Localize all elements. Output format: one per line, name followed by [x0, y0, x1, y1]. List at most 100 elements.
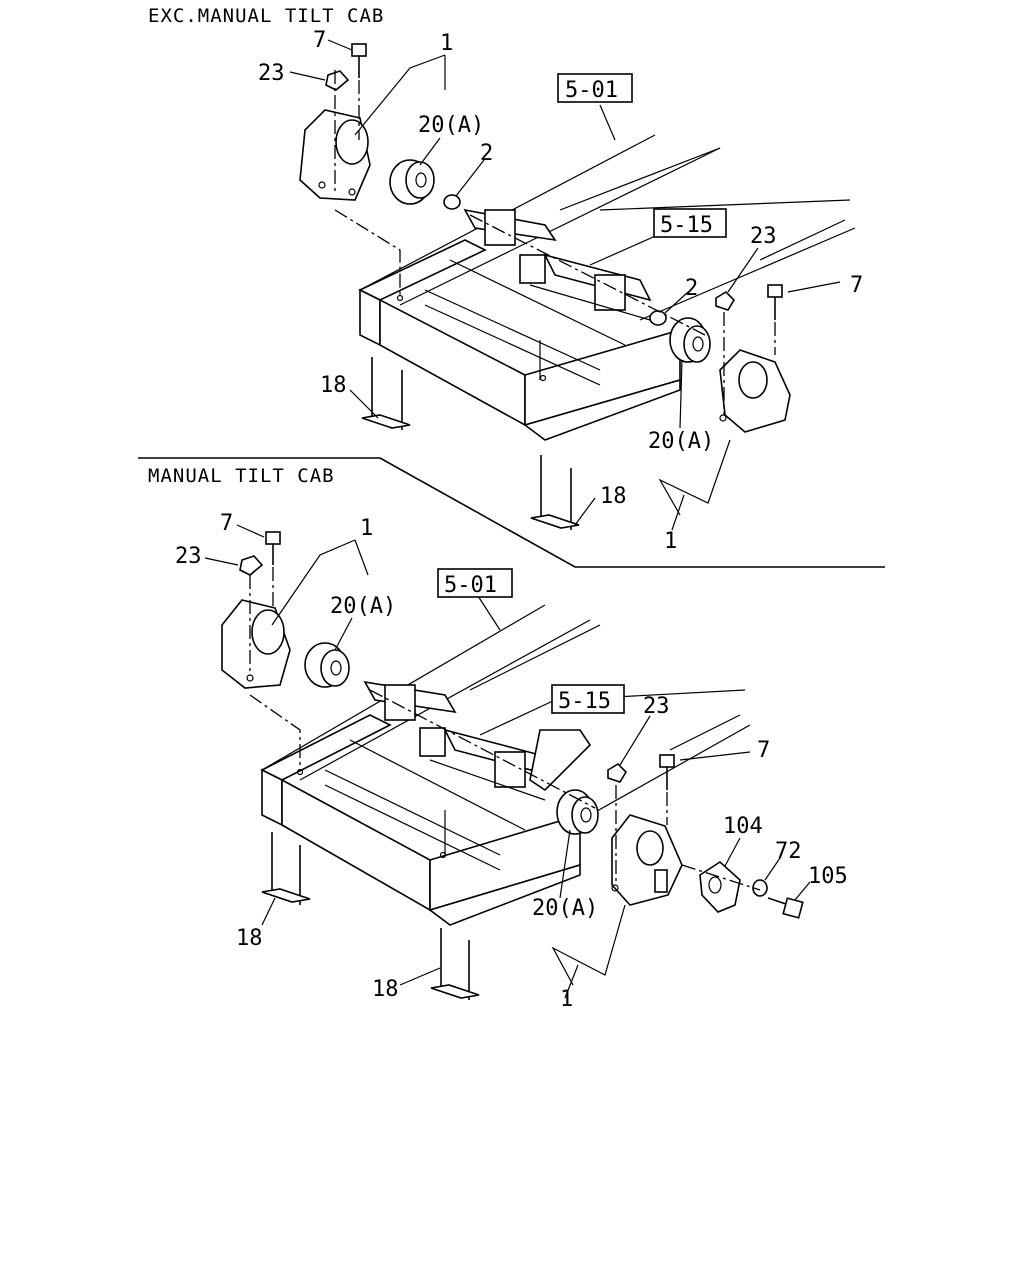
- leader-line: [589, 233, 661, 266]
- bolt-hole: [611, 884, 619, 892]
- callout-20a: 20(A): [648, 429, 714, 454]
- callout-23: 23: [258, 61, 285, 86]
- bolt-7-head: [265, 531, 281, 545]
- bushing-20a-bore: [330, 660, 342, 676]
- leader-line: [658, 439, 731, 516]
- bolt-hole: [318, 181, 326, 189]
- shaft-line: [529, 284, 651, 321]
- frame-rail-line: [589, 724, 751, 816]
- leader-line: [477, 595, 501, 631]
- ref-5-15: 5-15: [558, 689, 611, 714]
- callout-1: 1: [664, 529, 677, 554]
- bolt-hole: [719, 414, 727, 422]
- callout-20a: 20(A): [532, 896, 598, 921]
- crossmember-inner-line: [424, 304, 601, 386]
- leader-line: [419, 137, 441, 166]
- leader-line: [455, 159, 485, 197]
- callout-23: 23: [750, 224, 777, 249]
- leader-line: [399, 967, 441, 986]
- section-title-manual-tilt-cab: MANUAL TILT CAB: [148, 465, 335, 487]
- bolt-7-head: [351, 43, 367, 57]
- leader-line: [764, 857, 781, 881]
- ref-5-15: 5-15: [660, 213, 713, 238]
- lock-104-bore: [708, 876, 722, 894]
- leader-line: [679, 359, 683, 429]
- callout-7: 7: [313, 28, 326, 53]
- leader-line: [727, 247, 759, 293]
- frame-rail-line: [469, 624, 601, 691]
- leader-line: [679, 751, 751, 761]
- shaft-bracket: [494, 751, 526, 788]
- callout-18: 18: [236, 926, 263, 951]
- bracket-bushing-hole: [636, 830, 664, 866]
- alignment-line: [369, 689, 596, 809]
- frame-rail-line: [399, 147, 721, 306]
- bolt-105-shank: [767, 897, 787, 905]
- bushing-20a-face: [405, 161, 435, 199]
- callout-72: 72: [775, 839, 802, 864]
- callout-18: 18: [600, 484, 627, 509]
- callout-20a: 20(A): [418, 113, 484, 138]
- callout-105: 105: [808, 864, 848, 889]
- washer-72: [752, 879, 768, 897]
- leader-line: [271, 539, 356, 626]
- callout-1: 1: [560, 987, 573, 1012]
- bolt-hole: [348, 188, 356, 196]
- crossmember-end-face: [359, 288, 381, 347]
- bolt-hole: [396, 294, 404, 302]
- ref-5-01: 5-01: [565, 78, 618, 103]
- shaft-bracket: [519, 254, 546, 284]
- bolt-7-head: [659, 754, 675, 768]
- frame-rail-line: [639, 227, 856, 321]
- leader-line: [599, 104, 616, 141]
- lock-104: [699, 860, 741, 913]
- bolt-7-head: [767, 284, 783, 298]
- crossmember-inner-line: [449, 259, 626, 346]
- crossmember-end-face: [261, 768, 283, 827]
- bushing-20a-face: [571, 796, 599, 834]
- callout-18: 18: [320, 373, 347, 398]
- crossmember-inner-line: [349, 739, 526, 831]
- bolt-105-head: [782, 897, 804, 919]
- callout-2: 2: [480, 141, 493, 166]
- ref-box-5-01: [557, 73, 633, 103]
- leader-line: [787, 281, 841, 293]
- bushing-20a-bore: [692, 336, 704, 352]
- bushing-20a-bore: [580, 807, 592, 823]
- bushing-20a-face: [320, 649, 350, 687]
- collar-2-right: [649, 310, 667, 326]
- bracket-bushing-hole: [335, 119, 369, 165]
- shaft-bracket: [484, 209, 516, 246]
- leader-line: [664, 291, 689, 314]
- crossmember-top-face: [358, 239, 487, 301]
- leader-line: [619, 715, 651, 766]
- stud-plate: [361, 414, 411, 429]
- frame-rail-line: [599, 199, 851, 211]
- callout-18: 18: [372, 977, 399, 1002]
- alignment-line: [681, 864, 761, 891]
- leader-line: [671, 494, 685, 531]
- section-title-exc-manual-tilt-cab: EXC.MANUAL TILT CAB: [148, 5, 384, 27]
- leader-line: [354, 539, 369, 576]
- nut-23: [715, 290, 736, 311]
- ref-5-01: 5-01: [444, 573, 497, 598]
- section-divider-line: [138, 457, 885, 568]
- bottom-assembly: [204, 524, 811, 1000]
- shaft-bracket: [384, 684, 416, 721]
- shaft-arm: [529, 729, 592, 792]
- crossmember-bottom-face: [523, 378, 681, 441]
- leader-line: [479, 699, 556, 736]
- crossmember-inner-line: [324, 769, 501, 856]
- bracket-bushing-hole: [738, 361, 768, 399]
- crossmember-inner-line: [424, 289, 601, 371]
- alignment-line: [469, 214, 706, 336]
- bracket-tab: [654, 869, 668, 893]
- callout-104: 104: [723, 814, 763, 839]
- bolt-hole: [539, 374, 547, 382]
- nut-23: [607, 762, 628, 783]
- callout-1: 1: [360, 516, 373, 541]
- ref-box-5-15: [653, 208, 727, 238]
- leader-line: [794, 881, 811, 901]
- leader-line: [574, 497, 596, 526]
